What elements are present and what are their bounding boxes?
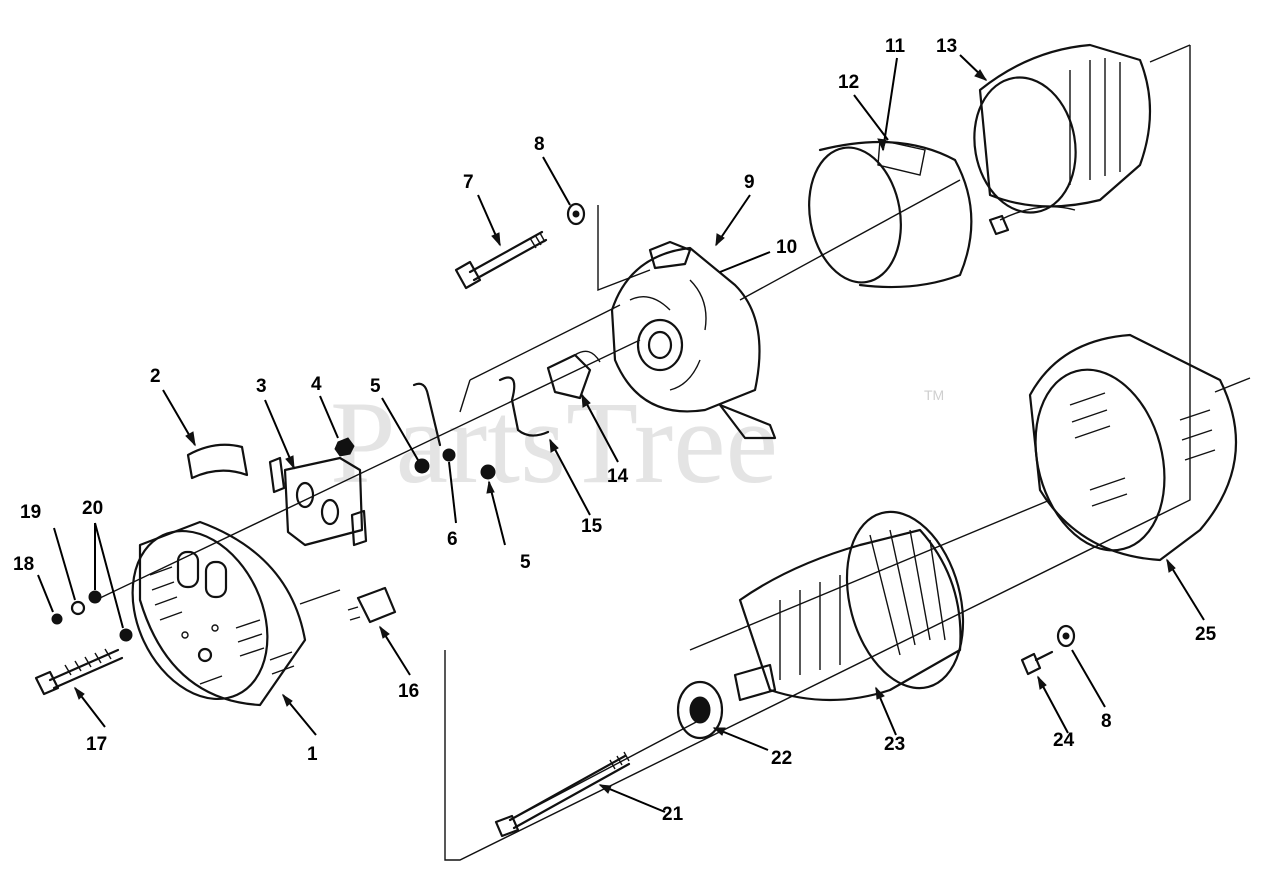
washer-wire — [412, 382, 456, 462]
callout-4: 4 — [311, 374, 322, 395]
washer-lower — [1056, 624, 1076, 648]
callout-12: 12 — [838, 72, 859, 93]
callout-21: 21 — [662, 804, 684, 825]
callout-23: 23 — [884, 734, 905, 755]
rotor-bolt — [494, 751, 631, 838]
callout-19: 19 — [20, 502, 41, 523]
stator-band — [808, 139, 973, 289]
brush-holder — [546, 350, 601, 400]
circuit-breaker — [347, 586, 397, 624]
trademark: TM — [924, 387, 944, 403]
bolt-small — [1020, 650, 1054, 676]
callout-22: 22 — [771, 748, 792, 769]
callout-6: 6 — [447, 529, 458, 550]
long-bolt — [34, 648, 124, 696]
callout-labels: 2 3 4 5 5 6 7 8 8 9 10 11 12 13 14 15 16… — [13, 36, 1217, 825]
callout-11: 11 — [885, 36, 906, 57]
callout-7: 7 — [463, 172, 474, 193]
screw-lower — [480, 464, 496, 480]
callout-10: 10 — [776, 237, 797, 258]
washer-upper — [566, 202, 586, 226]
callout-17: 17 — [86, 734, 107, 755]
watermark: PartsTree — [330, 377, 778, 508]
callout-8-lower: 8 — [1101, 711, 1112, 732]
washer-small — [70, 600, 86, 616]
callout-2: 2 — [150, 366, 161, 387]
bearing — [676, 680, 724, 740]
wire-harness — [498, 376, 550, 437]
assembly-lines — [99, 44, 1251, 861]
through-bolt-upper — [454, 230, 548, 290]
callout-13: 13 — [936, 36, 957, 57]
callout-20: 20 — [82, 498, 103, 519]
screw-upper — [414, 458, 430, 474]
nut-small — [88, 590, 133, 642]
callout-1: 1 — [307, 744, 318, 765]
end-bell — [610, 240, 777, 440]
callout-15: 15 — [581, 516, 603, 537]
callout-5-lower: 5 — [520, 552, 531, 573]
callout-3: 3 — [256, 376, 267, 397]
callout-18: 18 — [13, 554, 34, 575]
callout-24: 24 — [1053, 730, 1075, 751]
end-cover — [131, 520, 307, 707]
callout-5-upper: 5 — [370, 376, 381, 397]
receptacle — [268, 456, 368, 547]
callout-9: 9 — [744, 172, 755, 193]
stator — [973, 43, 1152, 236]
rotor — [733, 510, 965, 702]
nut — [334, 437, 355, 457]
callout-14: 14 — [607, 466, 629, 487]
leader-lines — [37, 54, 1205, 813]
fan-housing — [1028, 333, 1238, 562]
decal — [186, 443, 249, 480]
callout-16: 16 — [398, 681, 419, 702]
small-screw — [51, 613, 63, 625]
callout-8-upper: 8 — [534, 134, 545, 155]
callout-25: 25 — [1195, 624, 1217, 645]
